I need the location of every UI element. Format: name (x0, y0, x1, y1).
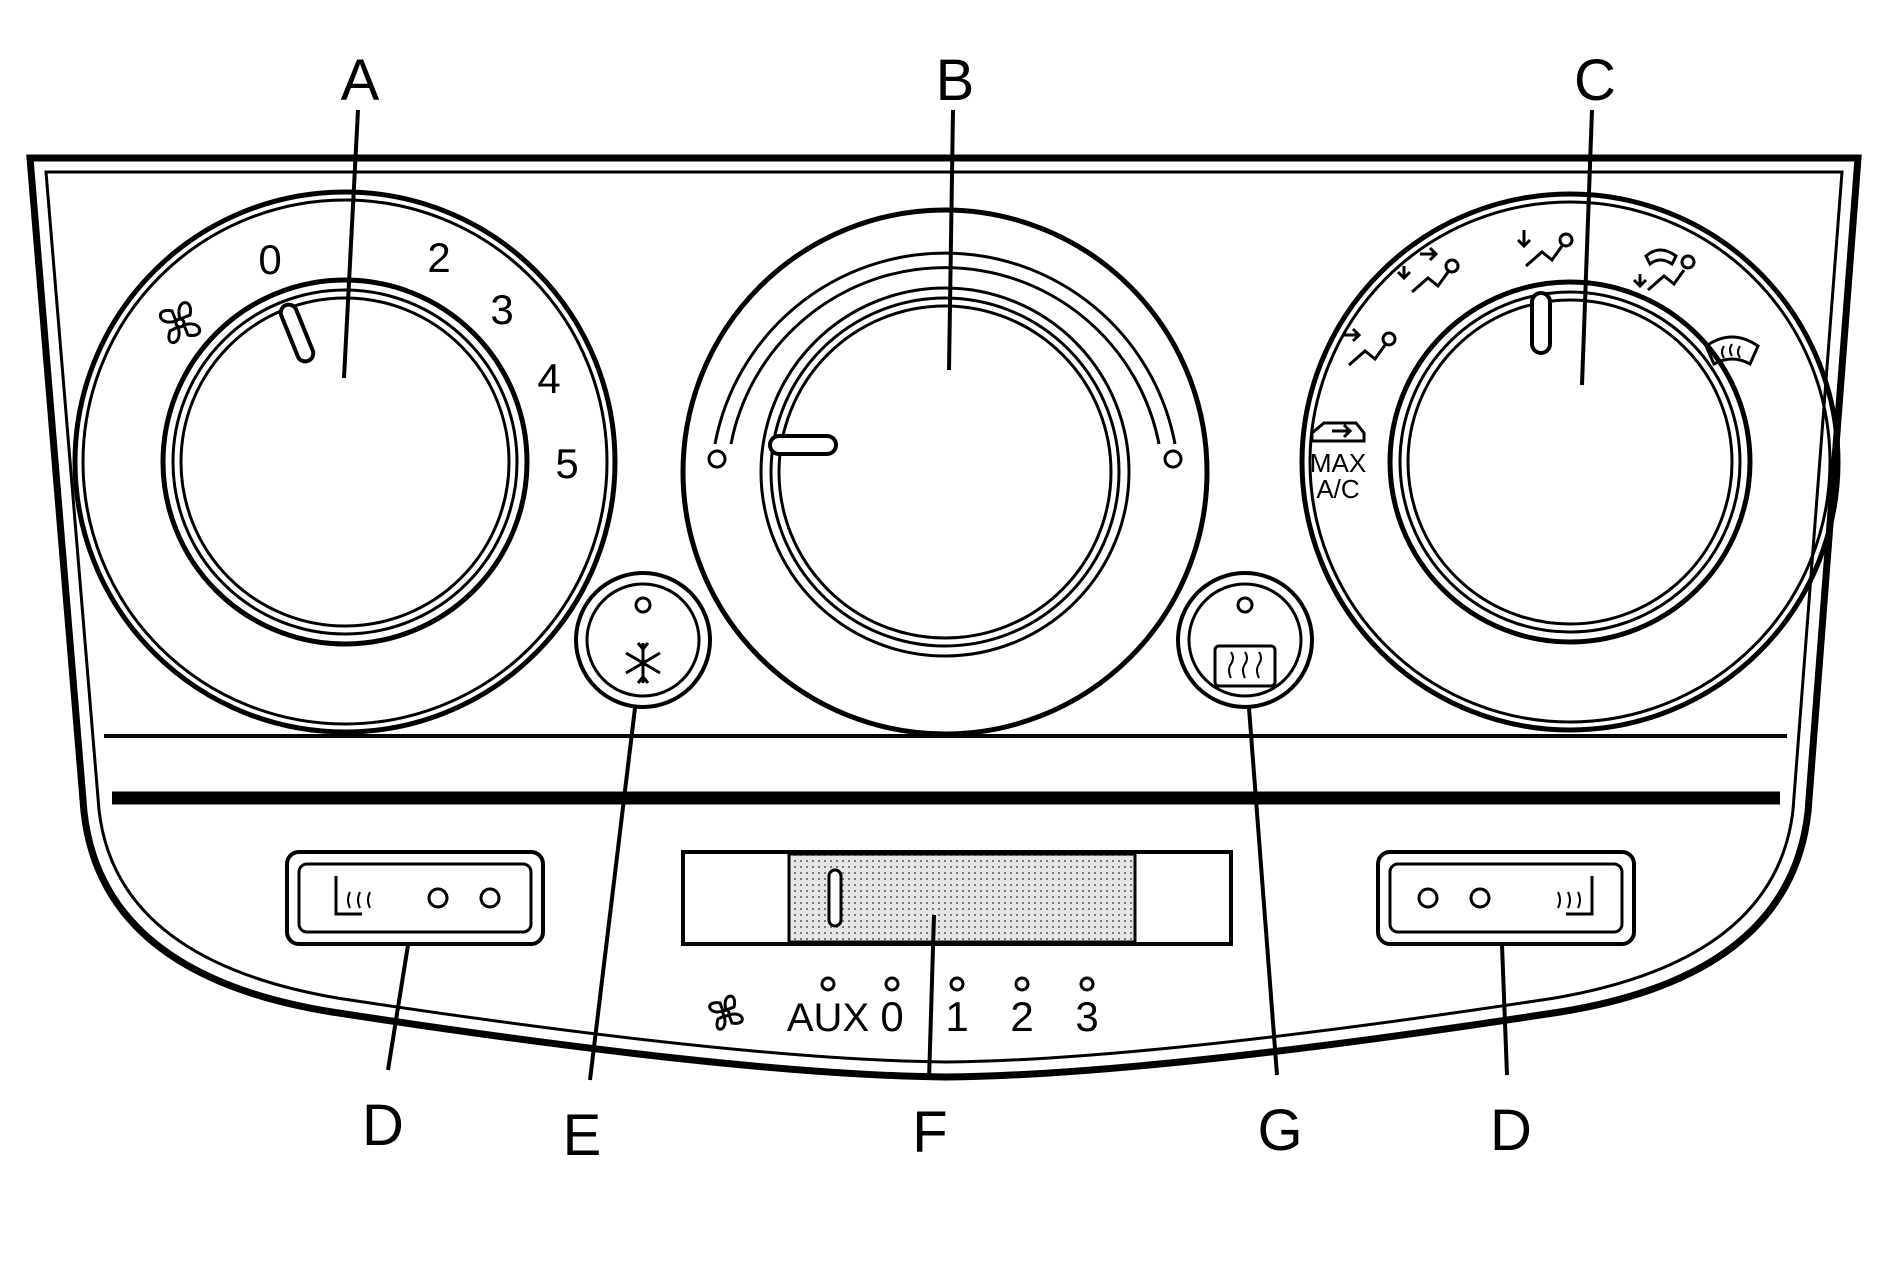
seat-level-light-1 (427, 887, 449, 909)
temperature-dial[interactable] (680, 207, 1210, 737)
fan-icon (159, 301, 201, 344)
fan-scale-4: 4 (537, 355, 560, 402)
rear-defrost-indicator-light (1236, 596, 1254, 614)
ac-button[interactable] (574, 571, 712, 709)
leader-lines (342, 109, 1594, 1081)
slider-track (787, 852, 1137, 944)
recirculation-icon (1310, 421, 1366, 443)
rear-defrost-button[interactable] (1176, 571, 1314, 709)
aux-fan-slider[interactable] (681, 850, 1233, 946)
heated-seat-icon (1557, 876, 1594, 916)
aux-fan-scale: AUX 0 1 2 3 (708, 976, 1099, 1040)
aux-label-2: 2 (1010, 993, 1033, 1040)
temperature-track (713, 251, 1177, 445)
aux-label-aux: AUX (787, 996, 869, 1040)
fan-icon (708, 994, 744, 1031)
aux-label-1: 1 (945, 993, 968, 1040)
temperature-hot-end (1163, 449, 1183, 469)
air-mode-dial[interactable]: MAX A/C (1299, 191, 1841, 733)
temperature-dial-pointer (768, 434, 838, 456)
ac-indicator-light (634, 596, 652, 614)
slider-knob (827, 868, 843, 928)
fan-dial-pointer (278, 302, 316, 364)
seat-level-light-1 (1417, 887, 1439, 909)
fan-speed-dial[interactable]: 0 2 3 4 5 (72, 189, 618, 735)
callout-g: G (1257, 1098, 1302, 1163)
floor-defrost-icon (1632, 248, 1696, 292)
fan-scale-2: 2 (427, 234, 450, 281)
fan-scale-3: 3 (490, 286, 513, 333)
rear-defrost-icon (1213, 644, 1277, 688)
defrost-icon (1704, 335, 1760, 367)
max-ac-line1: MAX (1310, 448, 1366, 478)
aux-label-0: 0 (880, 993, 903, 1040)
callout-a: A (341, 48, 380, 113)
heated-seat-icon (334, 876, 371, 916)
callout-b: B (936, 48, 975, 113)
snowflake-icon (625, 642, 661, 684)
mode-dial-pointer (1530, 291, 1552, 355)
temperature-cold-end (707, 449, 727, 469)
max-ac-line2: A/C (1316, 474, 1359, 504)
callout-d-left: D (362, 1093, 404, 1158)
fan-scale-5: 5 (555, 440, 578, 487)
seat-level-light-2 (479, 887, 501, 909)
aux-label-3: 3 (1075, 993, 1098, 1040)
callout-f: F (912, 1100, 947, 1165)
callout-d-right: D (1490, 1098, 1532, 1163)
callout-c: C (1574, 48, 1616, 113)
bi-level-icon (1396, 246, 1460, 294)
seat-level-light-2 (1469, 887, 1491, 909)
fan-scale-0: 0 (258, 236, 281, 283)
heated-seat-switch-right[interactable] (1376, 850, 1636, 946)
vent-icon (1343, 327, 1397, 367)
callout-e: E (563, 1103, 602, 1168)
heated-seat-switch-left[interactable] (285, 850, 545, 946)
floor-icon (1516, 230, 1574, 268)
